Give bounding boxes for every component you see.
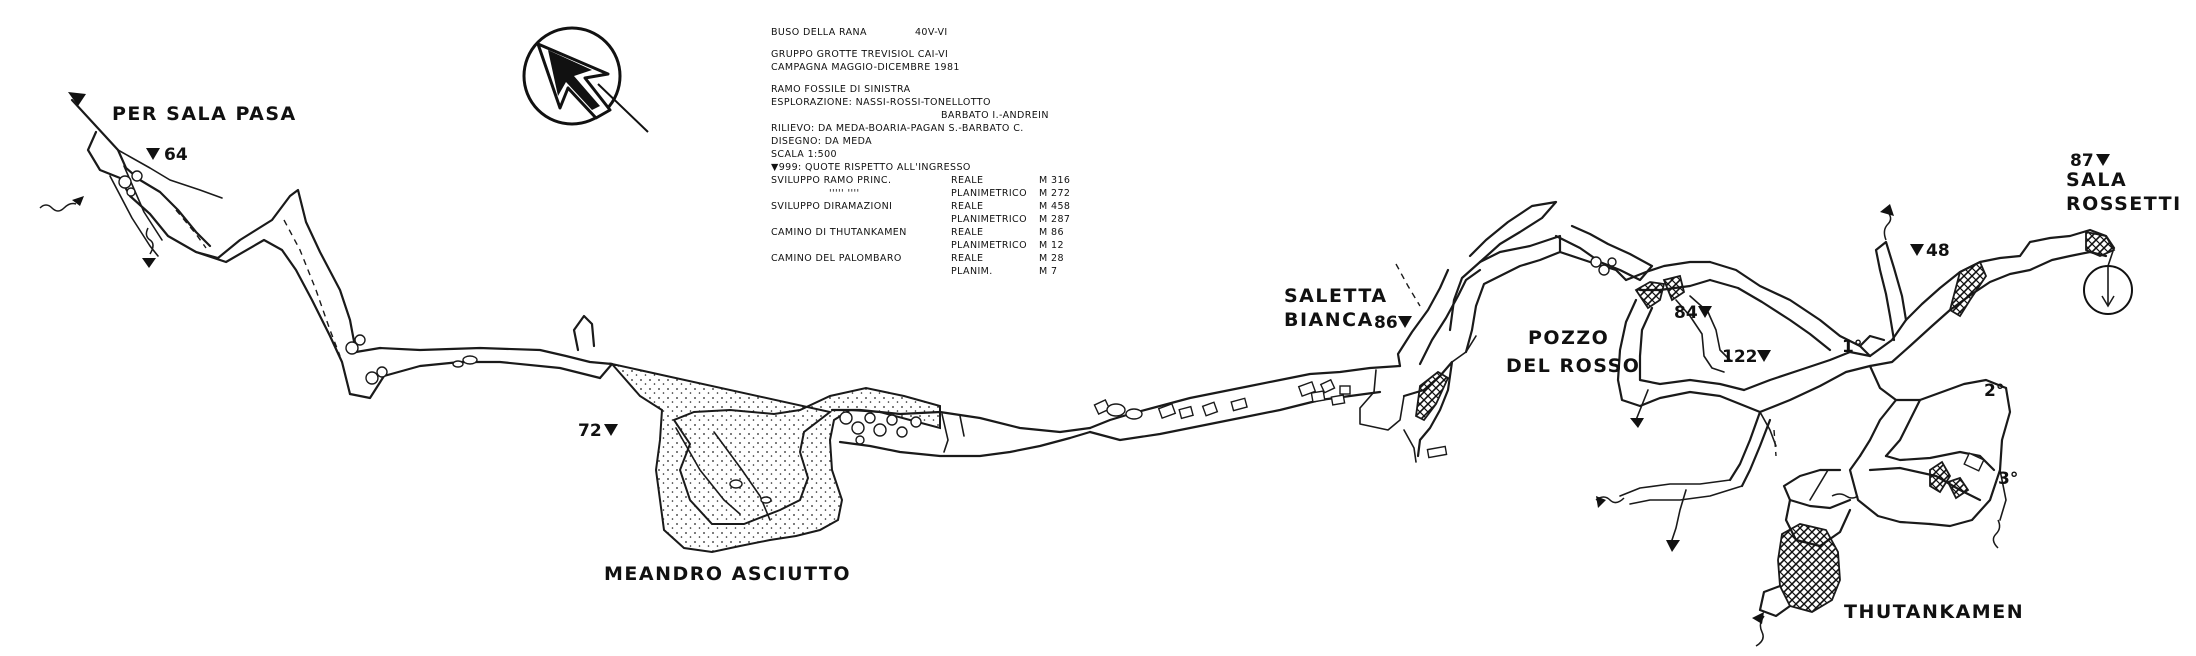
elevation-122: 122	[1722, 347, 1771, 367]
label-per-sala-pasa: PER SALA PASA	[112, 103, 297, 125]
survey-legend: BUSO DELLA RANA 40V-VI GRUPPO GROTTE TRE…	[771, 26, 1091, 278]
down-triangle-marker	[1698, 306, 1712, 318]
legend-elevations-note: ▼999: QUOTE RISPETTO ALL'INGRESSO	[771, 162, 971, 173]
elevation-87: 87	[2070, 151, 2110, 171]
legend-drawing: DISEGNO: DA MEDA	[771, 136, 873, 147]
label-thutankamen: THUTANKAMEN	[1844, 601, 2024, 623]
svg-text:48: 48	[1926, 241, 1950, 261]
label-shaft-1: 1°	[1842, 337, 1862, 357]
svg-text:122: 122	[1722, 347, 1758, 367]
down-triangle-marker	[146, 148, 160, 160]
down-triangle-marker	[2096, 154, 2110, 166]
passage-per-sala-pasa	[39, 98, 223, 268]
label-meandro-asciutto: MEANDRO ASCIUTTO	[604, 563, 851, 585]
svg-text:84: 84	[1674, 303, 1698, 323]
elevation-48: 48	[1910, 241, 1950, 261]
label-pozzo: POZZO	[1528, 327, 1609, 349]
legend-row: PLANIM.M 7	[951, 266, 1058, 277]
down-triangle-marker	[1910, 244, 1924, 256]
legend-campaign: CAMPAGNA MAGGIO-DICEMBRE 1981	[771, 62, 960, 73]
region-pozzo-del-rosso	[1448, 200, 1712, 354]
legend-survey: RILIEVO: DA MEDA-BOARIA-PAGAN S.-BARBATO…	[771, 123, 1024, 134]
legend-group: GRUPPO GROTTE TREVISIOL CAI-VI	[771, 49, 949, 60]
passage-main-middle	[830, 364, 1402, 458]
legend-code: 40V-VI	[914, 27, 948, 38]
elevation-86: 86	[1374, 313, 1412, 333]
branch-lower-middle	[1595, 410, 1777, 552]
legend-branch: RAMO FOSSILE DI SINISTRA	[771, 84, 911, 95]
label-rossetti: ROSSETTI	[2066, 193, 2182, 215]
passage-join	[598, 362, 614, 380]
svg-text:64: 64	[164, 145, 188, 165]
down-triangle-marker	[1757, 350, 1771, 362]
elevation-64: 64	[146, 145, 188, 165]
chamber-meandro-asciutto	[609, 362, 941, 554]
label-shaft-3: 3°	[1998, 469, 2018, 489]
loop-84-122	[1616, 260, 1872, 428]
legend-title: BUSO DELLA RANA	[771, 27, 867, 38]
down-triangle-marker	[604, 424, 618, 436]
legend-exploration-2: BARBATO I.-ANDREIN	[941, 110, 1049, 121]
svg-text:86: 86	[1374, 313, 1398, 333]
region-sala-rossetti	[1868, 204, 2133, 368]
legend-scale: SCALA 1:500	[771, 149, 837, 160]
label-sala: SALA	[2066, 169, 2127, 191]
elevation-72: 72	[578, 421, 618, 441]
passage-main-left	[194, 188, 614, 400]
legend-exploration: ESPLORAZIONE: NASSI-ROSSI-TONELLOTTO	[771, 97, 991, 108]
passage-exit-arrow	[68, 92, 86, 106]
label-saletta: SALETTA	[1284, 285, 1388, 307]
down-triangle-marker	[1398, 316, 1412, 328]
label-bianca: BIANCA	[1284, 309, 1374, 331]
svg-text:87: 87	[2070, 151, 2094, 171]
label-shaft-2: 2°	[1984, 381, 2004, 401]
north-arrow-icon	[522, 26, 649, 133]
svg-text:72: 72	[578, 421, 602, 441]
label-del-rosso: DEL ROSSO	[1506, 355, 1640, 377]
elevation-84: 84	[1674, 303, 1712, 323]
region-thutankamen	[1752, 334, 2012, 647]
